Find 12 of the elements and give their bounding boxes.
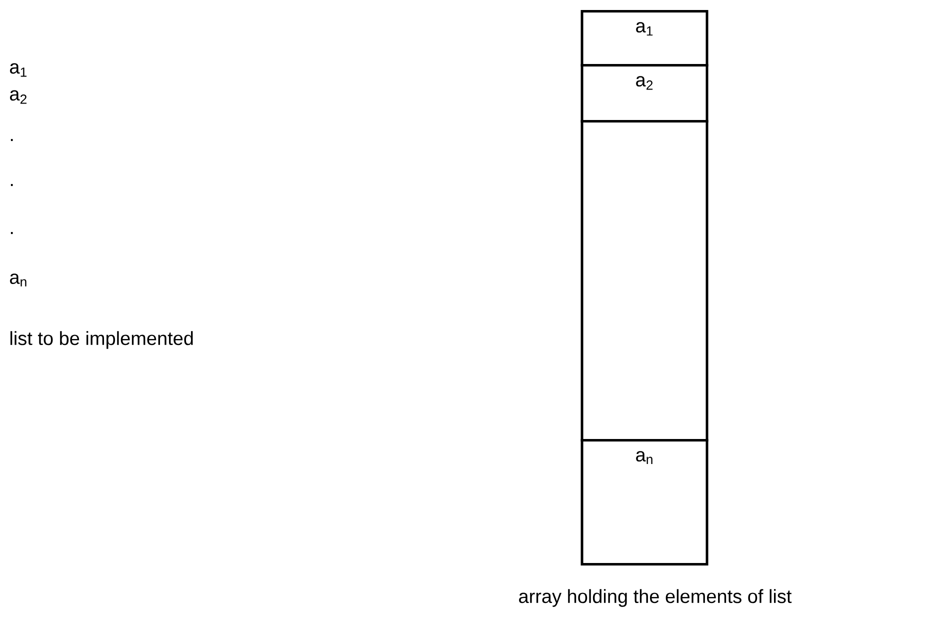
list-item: a$_{2}$ [10,90,26,104]
ellipsis-dot: . [10,232,13,234]
ellipsis-dot: . [10,139,13,142]
list-item: a$_{n}$ [10,274,26,286]
empty-array-cell [580,120,708,442]
caption: array holding the elements of list [519,589,792,607]
list-item: a$_{1}$ [10,63,27,77]
caption: list to be implemented [10,331,193,349]
array-cell: a$_{1}$ [580,10,708,66]
array-cell: a$_{2}$ [580,64,708,122]
array-cell: a$_{n}$ [580,439,708,566]
ellipsis-dot: . [10,184,13,186]
